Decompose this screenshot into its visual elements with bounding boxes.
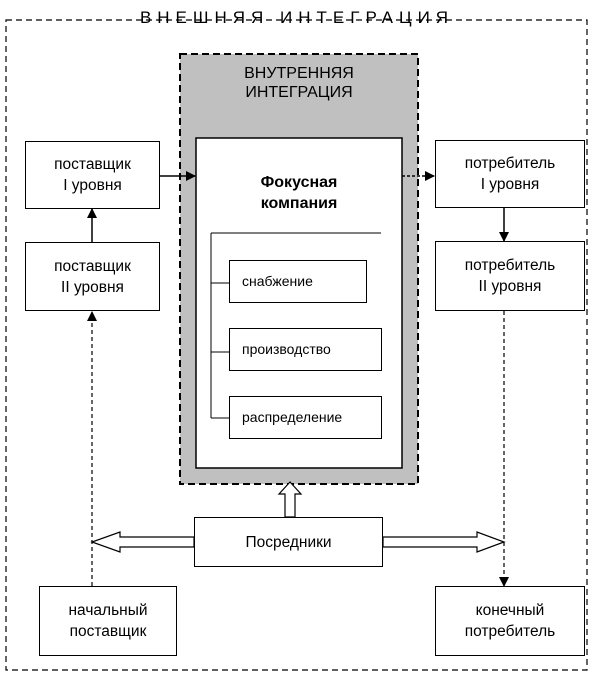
focal-company-title: Фокусная компания xyxy=(260,174,338,212)
consumer-level-1-box: потребитель I уровня xyxy=(435,140,585,208)
hollow-arrow-left xyxy=(90,531,195,553)
intermediaries-label: Посредники xyxy=(245,533,332,551)
final-consumer-label: конечный потребитель xyxy=(464,602,556,640)
consumer-level-1-label: потребитель I уровня xyxy=(464,155,556,193)
hollow-arrow-up xyxy=(277,481,303,518)
final-consumer-box: конечный потребитель xyxy=(435,586,585,656)
inner-integration-title: ВНУТРЕННЯЯ ИНТЕГРАЦИЯ xyxy=(244,65,354,101)
consumer-level-2-label: потребитель II уровня xyxy=(464,257,556,295)
function-distribution-box: распределение xyxy=(229,396,382,439)
consumer-level-2-box: потребитель II уровня xyxy=(435,241,585,311)
function-production-label: производство xyxy=(242,341,331,357)
intermediaries-box: Посредники xyxy=(194,517,383,567)
supplier-level-2-label: поставщик II уровня xyxy=(54,257,131,296)
hollow-arrow-right xyxy=(382,531,506,553)
function-distribution-label: распределение xyxy=(242,409,343,425)
supplier-level-2-box: поставщик II уровня xyxy=(25,242,160,311)
function-production-box: производство xyxy=(229,328,382,371)
supplier-level-1-box: поставщик I уровня xyxy=(25,141,160,209)
function-supply-label: снабжение xyxy=(242,273,313,289)
outer-integration-title: ВНЕШНЯЯ ИНТЕГРАЦИЯ xyxy=(139,8,455,27)
initial-supplier-box: начальный поставщик xyxy=(39,586,177,656)
supplier-level-1-label: поставщик I уровня xyxy=(54,156,131,194)
function-supply-box: снабжение xyxy=(229,260,367,303)
initial-supplier-label: начальный поставщик xyxy=(68,602,148,640)
outer-integration-frame xyxy=(5,19,588,671)
